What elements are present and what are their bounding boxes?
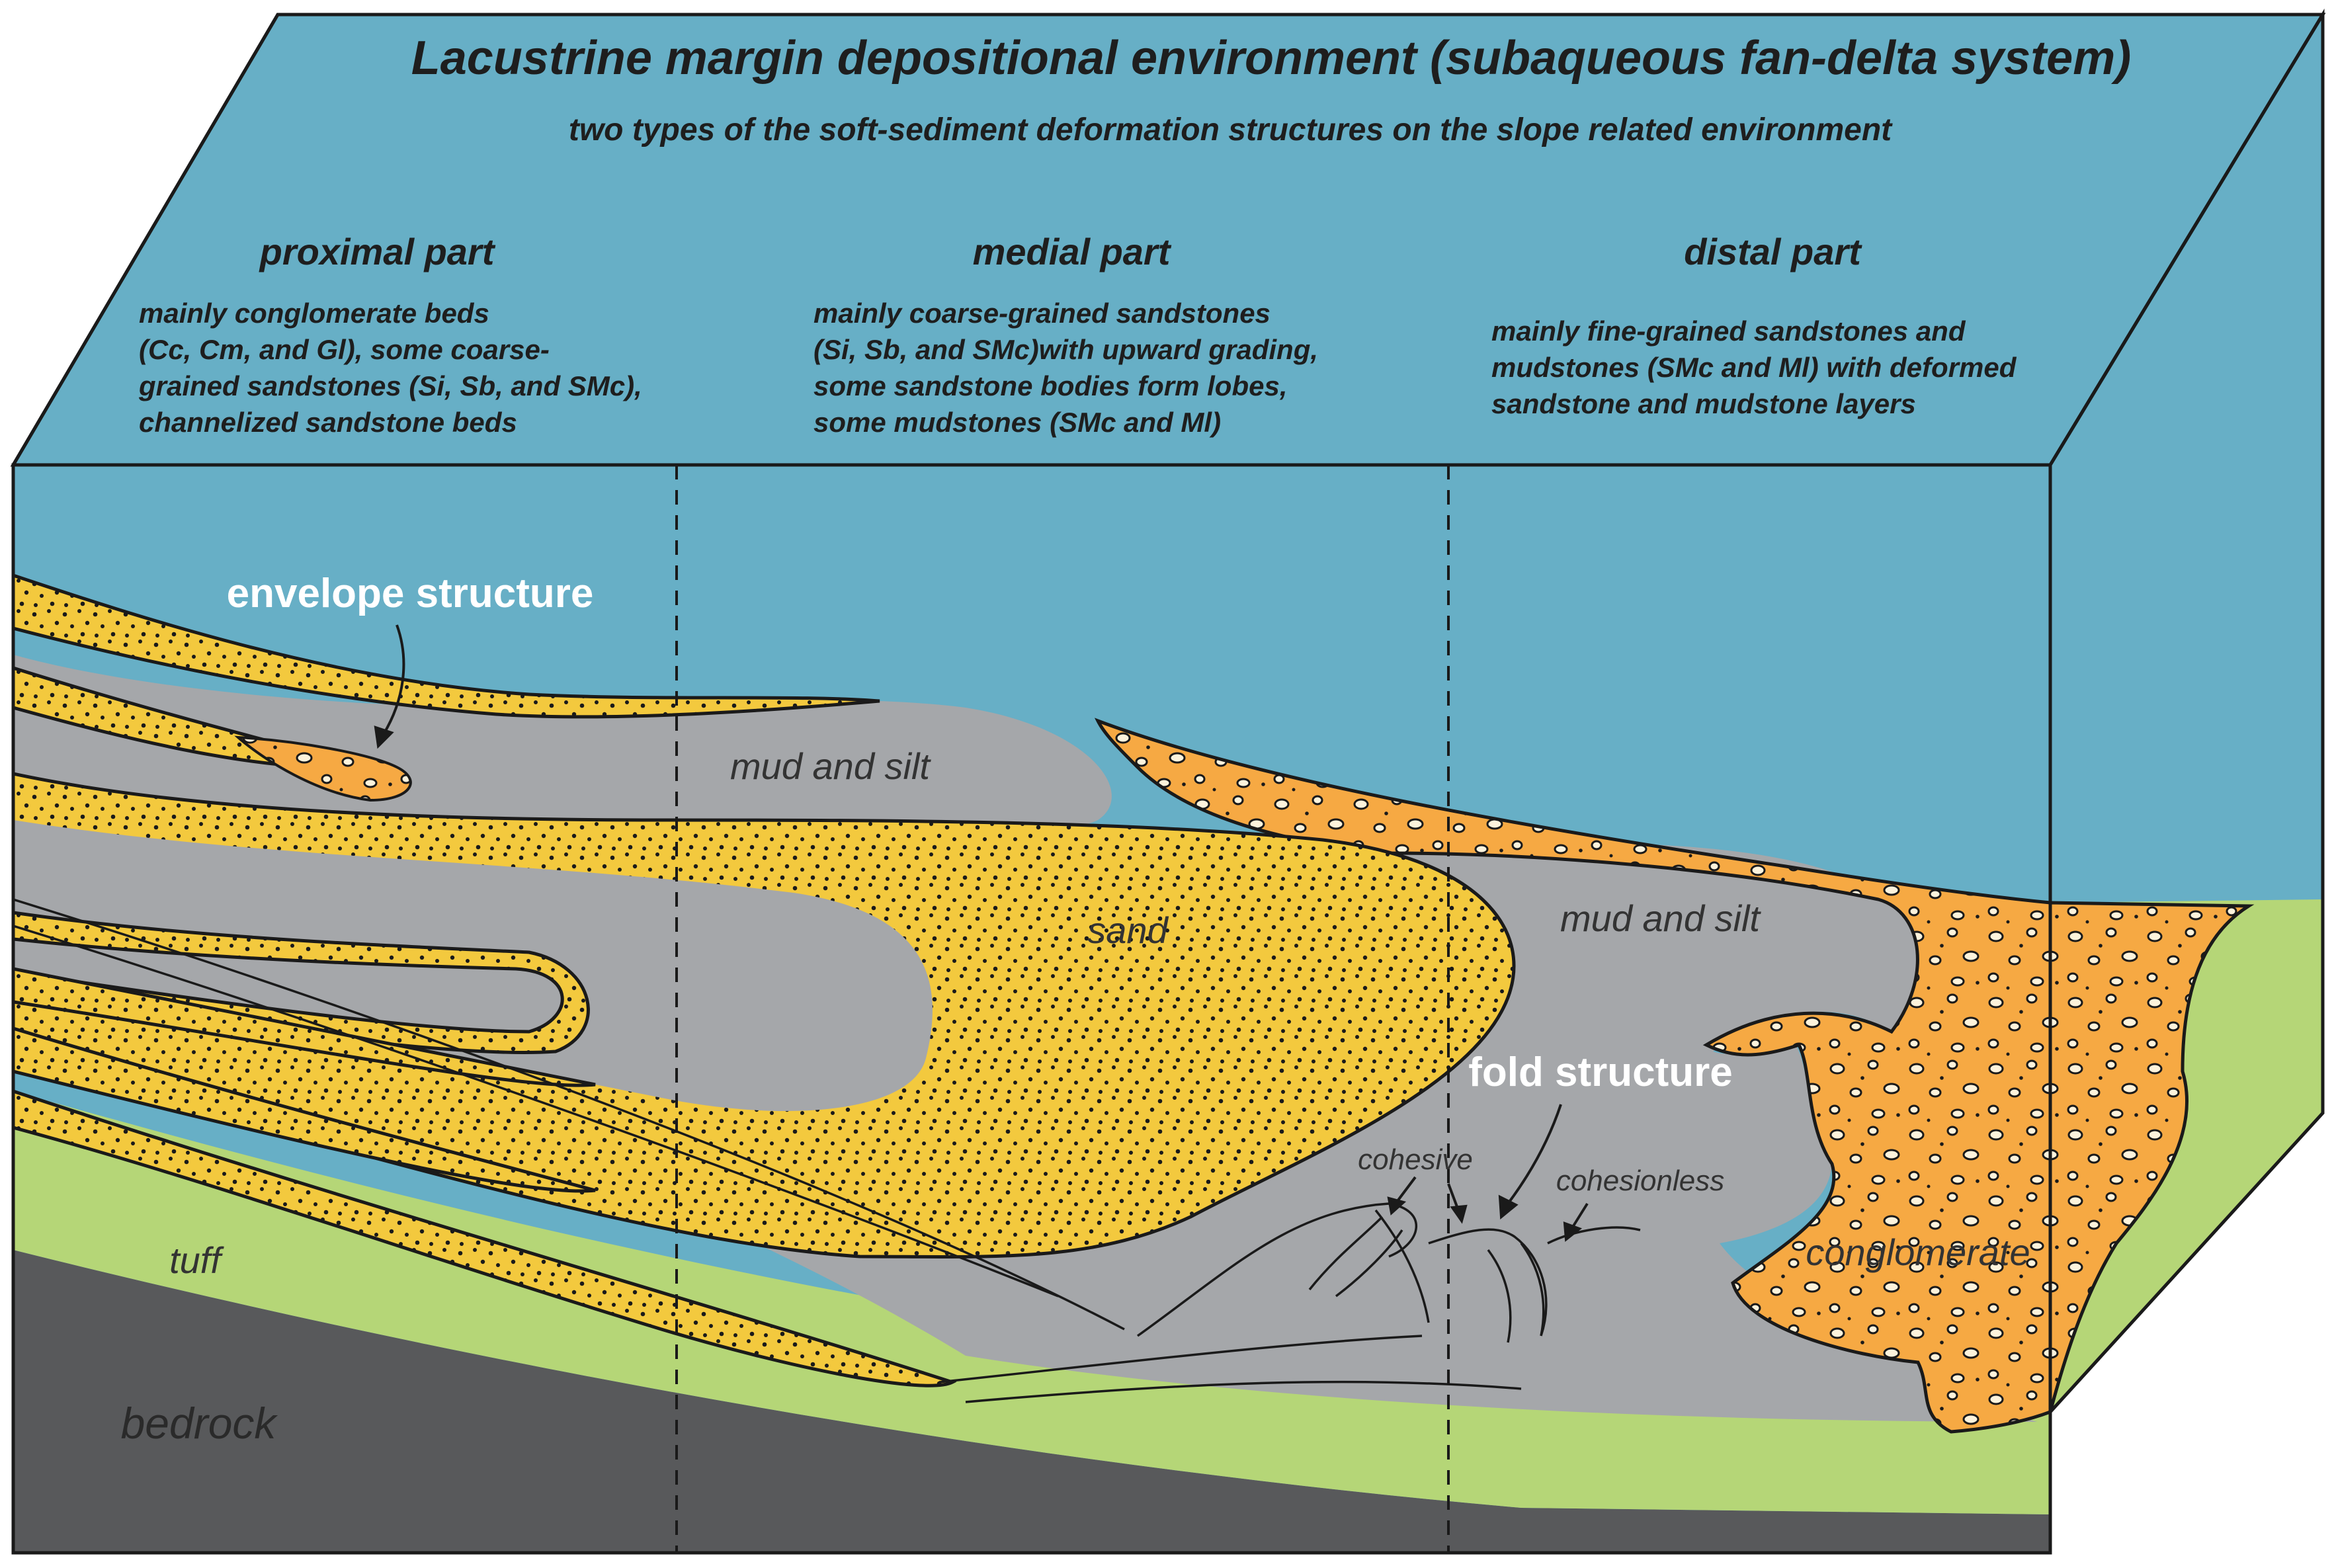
fold-lines-cohesive [1136,1202,1430,1337]
diagram-subtitle: two types of the soft-sediment deformati… [569,112,1893,147]
side-water [2050,15,2323,903]
side-conglomerate [2050,901,2255,1412]
distal-heading: distal part [1684,231,1862,272]
bedding-line-3 [938,1335,1423,1383]
mud-silt-upper-label: mud and silt [730,745,931,787]
lower-sand-strip-1 [13,1026,596,1193]
proximal-line-4: channelized sandstone beds [139,407,517,438]
top-face-outline [11,13,2326,466]
sand-label: sand [1087,909,1169,951]
envelope-conglomerate [234,735,412,802]
cohesionless-label: cohesionless [1556,1165,1724,1197]
conglomerate-label: conglomerate [1806,1231,2030,1273]
medial-part-text: medial part mainly coarse-grained sandst… [813,231,1318,438]
proximal-part-text: proximal part mainly conglomerate beds (… [138,231,642,438]
medial-line-2: (Si, Sb, and SMc)with upward grading, [813,334,1318,365]
conglomerate-body [1094,718,2050,1434]
proximal-line-3: grained sandstones (Si, Sb, and SMc), [138,370,642,401]
cohesive-label: cohesive [1358,1143,1473,1176]
mud-silt-lower-label: mud and silt [1560,897,1761,939]
medial-line-4: some mudstones (SMc and Ml) [813,407,1221,438]
bedding-line-2 [13,925,1059,1298]
distal-part-text: distal part mainly fine-grained sandston… [1491,231,2017,419]
tuff-label: tuff [169,1239,224,1281]
distal-line-1: mainly fine-grained sandstones and [1491,315,1966,347]
medial-line-1: mainly coarse-grained sandstones [813,298,1271,329]
proximal-line-1: mainly conglomerate beds [139,298,489,329]
bedding-line-4 [965,1380,1522,1403]
diagram-title: Lacustrine margin depositional environme… [411,32,2131,85]
upper-mud-tongue [13,655,1112,831]
fold-structure-label: fold structure [1468,1050,1733,1095]
inner-sand-loop [13,911,590,1055]
envelope-structure-label: envelope structure [227,571,594,616]
top-sand-band [13,573,880,719]
distal-line-2: mudstones (SMc and Ml) with deformed [1491,352,2017,383]
bedrock-label: bedrock [121,1399,278,1448]
medial-heading: medial part [973,231,1172,272]
basal-sand-band [13,1089,957,1387]
distal-line-3: sandstone and mudstone layers [1491,388,1916,419]
front-face-outline [11,463,2052,1555]
medial-line-3: some sandstone bodies form lobes, [813,370,1287,401]
bedrock-layer [13,1250,2050,1553]
proximal-line-2: (Cc, Cm, and Gl), some coarse- [139,334,550,365]
callout-arrows [374,624,1589,1242]
bedding-line-1 [13,898,1125,1331]
fold-lines-cohesionless [1428,1226,1641,1343]
lower-sand-strip-2 [13,966,596,1087]
proximal-heading: proximal part [259,231,496,272]
